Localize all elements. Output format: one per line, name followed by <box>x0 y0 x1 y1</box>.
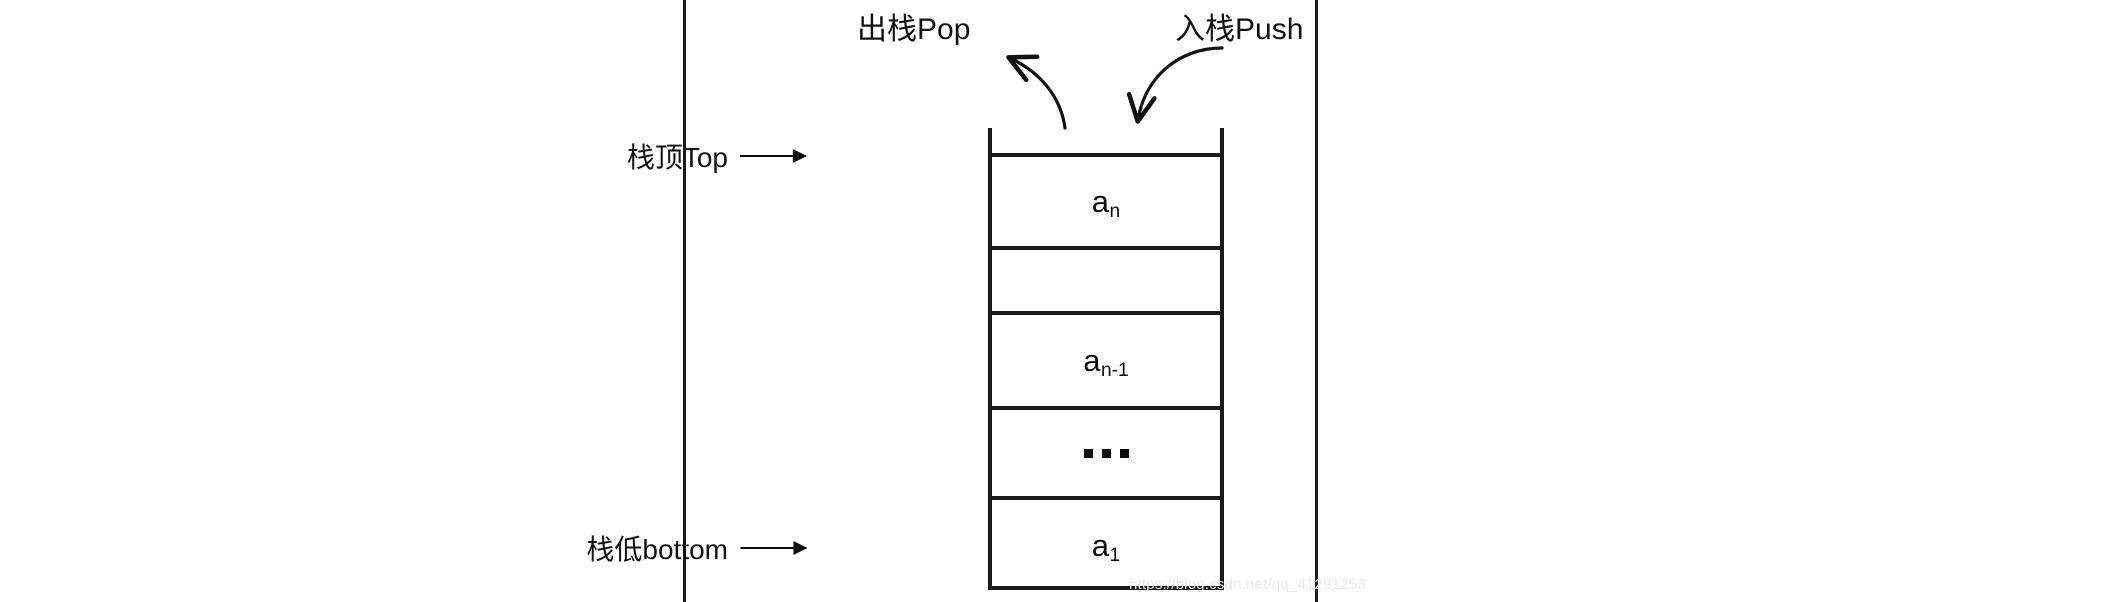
stack-cell-an-1-text: an-1 <box>1083 343 1129 381</box>
stack-top-label-group: 栈顶Top <box>626 136 807 176</box>
stack-rule-an1-dots <box>988 311 1224 315</box>
stack-wall-left <box>988 128 992 590</box>
stack-top-leader-arrow-icon <box>740 149 807 163</box>
stack-cell-a1: a1 <box>988 502 1224 588</box>
stack-bottom-label-text: 栈低bottom <box>586 534 728 565</box>
stack-top-label-text: 栈顶Top <box>626 142 728 173</box>
pop-label: 出栈Pop <box>857 13 971 46</box>
stack-rule-top-of-an <box>988 153 1224 157</box>
watermark: https://blog.csdn.net/qq_41291253 <box>1129 576 1366 593</box>
frame-rule-left <box>683 0 686 602</box>
stack-cell-an-1: an-1 <box>988 315 1224 406</box>
stack-rule-an-an1 <box>988 246 1224 250</box>
stack-cell-an-text: an <box>1091 184 1121 222</box>
stack-wall-right <box>1220 128 1224 590</box>
stack-bottom-leader-arrow-icon <box>740 541 807 555</box>
frame-rule-right <box>1315 0 1318 602</box>
stack-rule-bottom <box>988 586 1224 590</box>
stack-bottom-label-group: 栈低bottom <box>586 528 807 568</box>
stack-rule-empty-a1 <box>988 496 1224 500</box>
stack-container: an an-1 <box>988 128 1224 590</box>
ellipsis-icon <box>1083 448 1129 458</box>
push-label: 入栈Push <box>1175 13 1304 46</box>
push-arrow-icon <box>1126 46 1224 124</box>
stack-rule-dots-empty <box>988 406 1224 410</box>
stack-cell-an: an <box>988 157 1224 246</box>
pop-arrow-icon <box>1006 54 1067 130</box>
stack-cell-a1-text: a1 <box>1091 527 1121 566</box>
stack-cell-ellipsis <box>988 410 1224 496</box>
